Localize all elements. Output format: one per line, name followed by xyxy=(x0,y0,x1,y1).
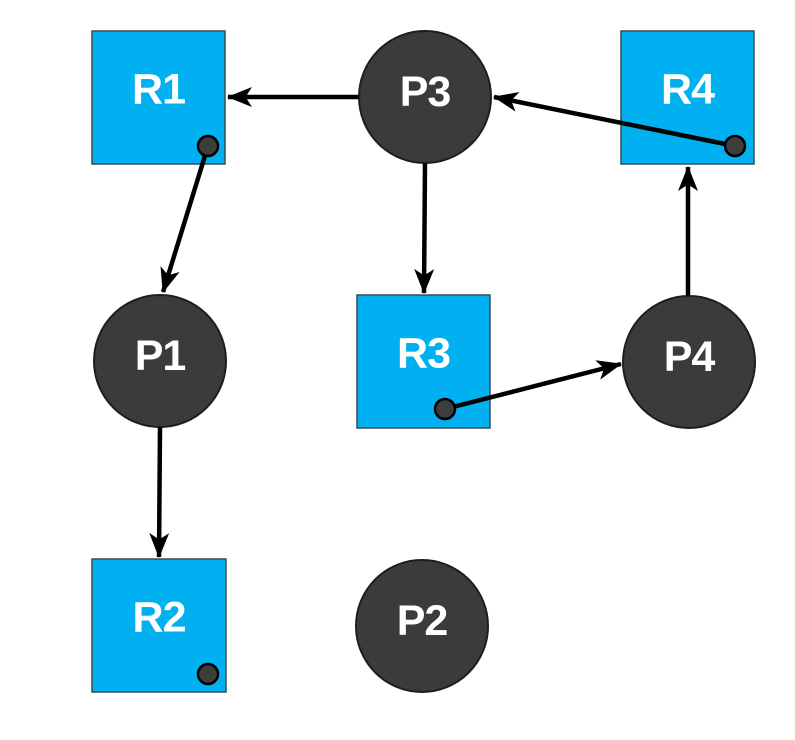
edge-r4-p3-assignment-arrow xyxy=(493,91,736,149)
edge-p1-r2-request-arrow xyxy=(149,426,170,558)
edges-layer xyxy=(149,87,736,558)
process-node-p4 xyxy=(622,295,756,429)
resource-instance-dot-r4 xyxy=(723,134,747,158)
process-node-p1 xyxy=(93,294,227,428)
resource-node-r3 xyxy=(356,294,491,429)
edge-p3-r3-request-arrow xyxy=(414,162,435,294)
process-node-p2 xyxy=(355,559,489,693)
edge-r1-p1-assignment-arrow xyxy=(160,145,211,293)
resource-instance-dot-r2 xyxy=(196,662,220,686)
process-node-p3 xyxy=(358,30,492,164)
edge-r3-p4-assignment-arrow xyxy=(444,360,622,412)
resource-instance-dot-r1 xyxy=(196,134,220,158)
instance-dots-layer xyxy=(196,134,747,686)
resource-instance-dot-r3 xyxy=(433,397,457,421)
